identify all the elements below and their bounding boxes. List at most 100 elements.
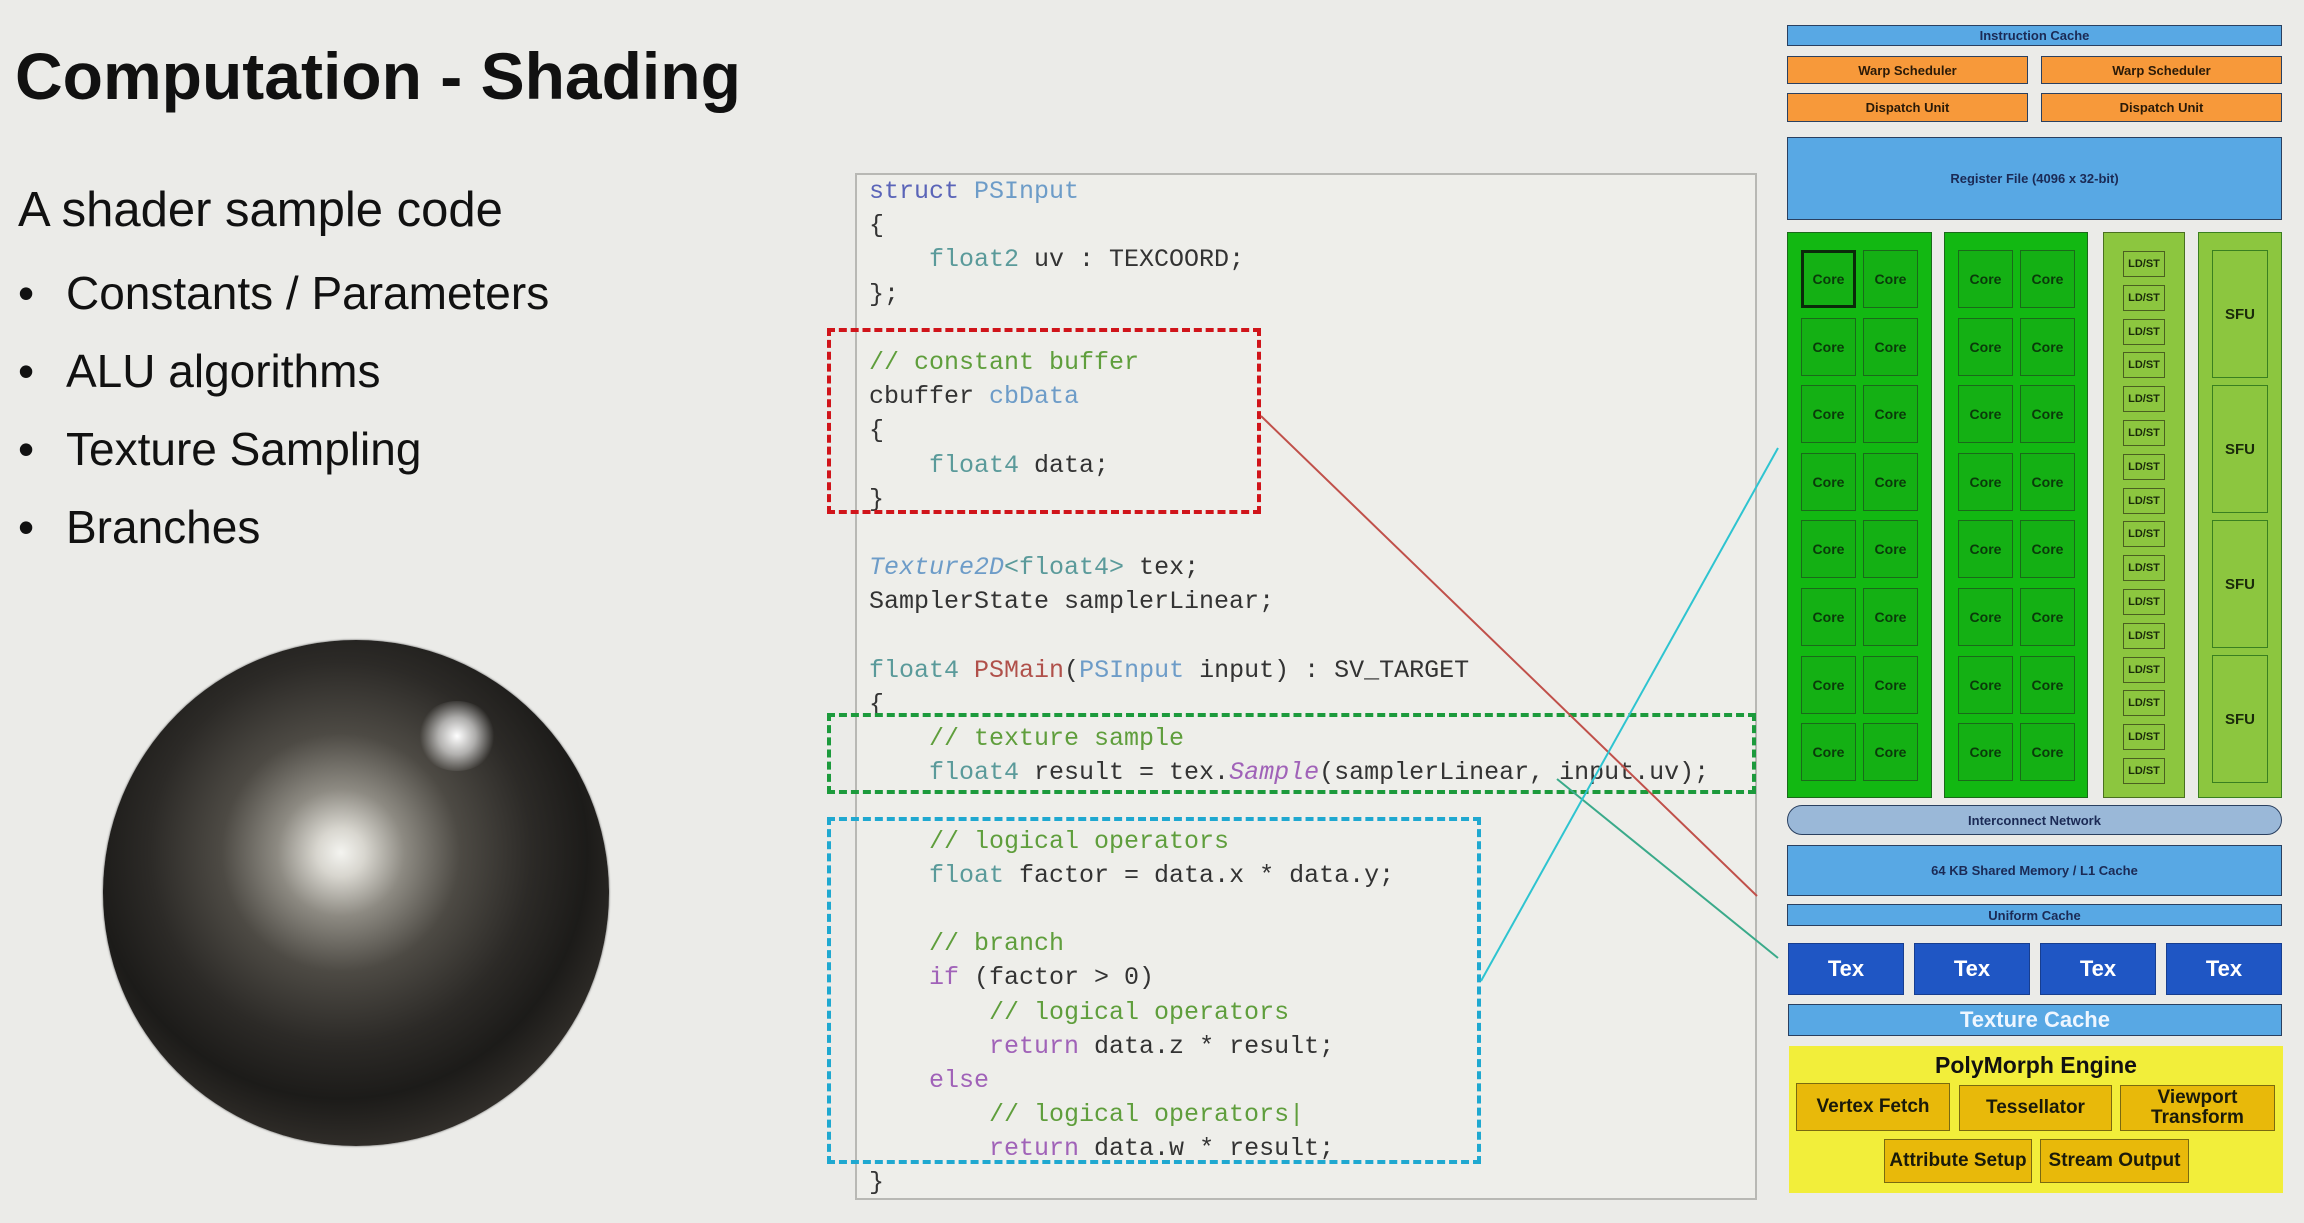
sfu-unit: SFU	[2212, 385, 2268, 513]
code-token: }	[869, 1168, 885, 1198]
ldst-unit: LD/ST	[2123, 318, 2165, 345]
core-unit: Core	[2020, 250, 2075, 308]
core-unit: Core	[1801, 655, 1856, 714]
code-line: // texture sample	[869, 722, 1709, 756]
code-line: // constant buffer	[869, 346, 1709, 380]
code-token: data;	[1034, 450, 1110, 480]
core-unit: Core	[1958, 723, 2013, 782]
code-token: result = tex.	[1034, 758, 1230, 788]
shared-memory-l1: 64 KB Shared Memory / L1 Cache	[1787, 845, 2282, 896]
core-unit: Core	[2020, 588, 2075, 646]
code-line: {	[869, 688, 1709, 722]
code-token: data.z * result;	[1094, 1031, 1335, 1061]
polymorph-unit: Tessellator	[1959, 1085, 2112, 1131]
bullet-dot: •	[18, 501, 35, 553]
core-unit: Core	[1801, 250, 1856, 308]
constant-buffer-highlight	[827, 328, 1261, 514]
core-unit: Core	[1958, 588, 2013, 646]
ldst-unit: LD/ST	[2123, 555, 2165, 582]
code-line: float4 result = tex.Sample(samplerLinear…	[869, 756, 1709, 790]
ldst-unit: LD/ST	[2123, 724, 2165, 751]
bullet-text: Branches	[66, 501, 261, 553]
tex-unit: Tex	[2040, 943, 2156, 995]
core-unit: Core	[1958, 655, 2013, 714]
core-unit: Core	[1863, 452, 1918, 511]
cyan-connector	[1480, 447, 1779, 982]
texture-cache: Texture Cache	[1788, 1004, 2282, 1036]
code-token: // branch	[869, 929, 1065, 959]
teal-connector	[1556, 778, 1779, 959]
code-line: else	[869, 1064, 1709, 1098]
polymorph-unit: Vertex Fetch	[1796, 1083, 1950, 1131]
core-unit: Core	[1863, 317, 1918, 376]
code-line: return data.z * result;	[869, 1030, 1709, 1064]
core-unit: Core	[2020, 317, 2075, 376]
code-line: SamplerState samplerLinear;	[869, 585, 1709, 619]
code-line: };	[869, 278, 1709, 312]
code-token: struct	[869, 177, 975, 206]
slide-title: Computation - Shading	[15, 39, 741, 113]
sfu-unit: SFU	[2212, 655, 2268, 783]
core-unit: Core	[1958, 520, 2013, 579]
code-token: <float4>	[1004, 553, 1140, 583]
code-token: // logical operators	[869, 826, 1230, 856]
code-token: PSInput	[974, 177, 1080, 206]
polymorph-unit: Viewport Transform	[2120, 1085, 2275, 1131]
code-line: float4 data;	[869, 449, 1709, 483]
slide-subtitle: A shader sample code	[18, 183, 503, 237]
core-unit: Core	[1801, 723, 1856, 782]
ldst-unit: LD/ST	[2123, 690, 2165, 717]
ldst-unit: LD/ST	[2123, 487, 2165, 514]
ldst-unit: LD/ST	[2123, 589, 2165, 615]
specular-highlight	[416, 700, 497, 771]
warp-scheduler: Warp Scheduler	[1787, 56, 2028, 84]
core-unit: Core	[1863, 723, 1918, 782]
code-token: return	[869, 1134, 1095, 1164]
ldst-unit: LD/ST	[2123, 521, 2165, 548]
tex-unit: Tex	[2166, 943, 2282, 995]
core-unit: Core	[1801, 520, 1856, 579]
code-line: // logical operators	[869, 996, 1709, 1030]
code-line: // logical operators|	[869, 1098, 1709, 1132]
code-token: return	[869, 1031, 1095, 1061]
code-token: (	[1064, 655, 1080, 685]
ldst-unit: LD/ST	[2123, 622, 2165, 649]
core-unit: Core	[2020, 520, 2075, 579]
register-file: Register File (4096 x 32-bit)	[1787, 137, 2282, 220]
ldst-unit: LD/ST	[2123, 453, 2165, 480]
code-line: }	[869, 483, 1709, 517]
core-unit: Core	[1863, 385, 1918, 444]
code-token: // texture sample	[869, 724, 1185, 753]
code-token: data.w * result;	[1094, 1134, 1335, 1164]
interconnect-network: Interconnect Network	[1787, 805, 2282, 835]
code-token: };	[869, 279, 900, 309]
code-token: // logical operators|	[869, 1100, 1305, 1130]
code-token: float2	[869, 245, 1035, 275]
code-token: {	[869, 211, 885, 241]
code-token: cbuffer	[869, 382, 990, 412]
core-unit: Core	[1801, 452, 1856, 511]
ldst-unit: LD/ST	[2123, 284, 2165, 311]
ldst-unit: LD/ST	[2123, 758, 2165, 784]
core-unit: Core	[1863, 520, 1918, 579]
code-line: struct PSInput	[869, 175, 1709, 209]
code-token: input) : SV_TARGET	[1199, 655, 1470, 685]
code-token: Texture2D	[869, 553, 1005, 583]
shader-code: struct PSInput{ float2 uv : TEXCOORD;};/…	[869, 175, 1709, 1201]
code-line: // logical operators	[869, 825, 1709, 859]
polymorph-unit: Stream Output	[2040, 1139, 2189, 1183]
code-line: if (factor > 0)	[869, 961, 1709, 995]
code-token: (samplerLinear, input.uv);	[1319, 758, 1710, 788]
logic-branch-highlight	[827, 817, 1481, 1164]
code-line: float factor = data.x * data.y;	[869, 859, 1709, 893]
dispatch-unit: Dispatch Unit	[2041, 93, 2282, 122]
code-token: else	[869, 1065, 990, 1095]
core-unit: Core	[1863, 250, 1918, 308]
code-line: }	[869, 1166, 1709, 1200]
uniform-cache: Uniform Cache	[1787, 904, 2282, 926]
code-token: float4	[869, 450, 1035, 480]
code-line: Texture2D<float4> tex;	[869, 551, 1709, 585]
code-token: PSInput	[1079, 655, 1200, 685]
ldst-unit: LD/ST	[2123, 656, 2165, 683]
code-token: float4	[869, 758, 1035, 788]
